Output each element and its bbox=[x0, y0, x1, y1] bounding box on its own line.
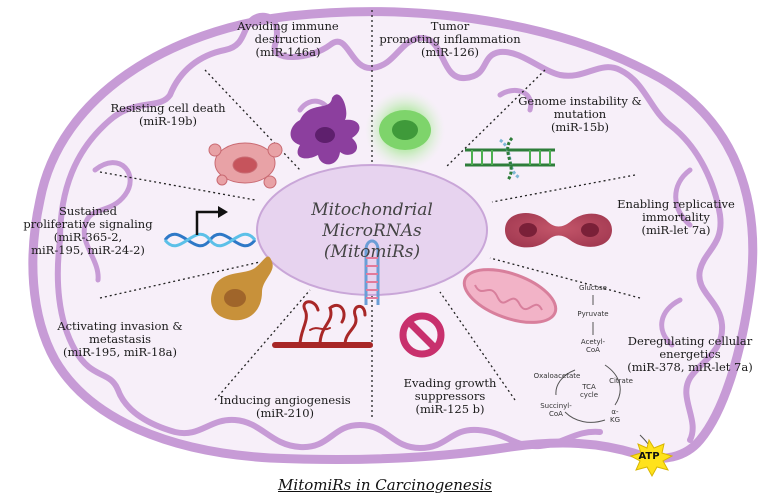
center-title-line1: Mitochondrial MicroRNAs bbox=[311, 200, 433, 241]
atp-label: ATP bbox=[638, 451, 660, 462]
figure-caption: MitomiRs in Carcinogenesis bbox=[278, 476, 492, 494]
inflammation-cell-icon bbox=[365, 90, 445, 170]
metabolite-acetyl-coa: Acetyl- CoA bbox=[580, 338, 606, 354]
center-title-line2: (MitomiRs) bbox=[323, 242, 421, 262]
center-ellipse bbox=[256, 164, 488, 296]
apoptotic-cell-icon bbox=[208, 142, 283, 189]
label-tumor-promoting-inflammation: Tumor promoting inflammation (miR-126) bbox=[379, 19, 521, 59]
atp-burst-icon bbox=[629, 438, 674, 478]
blood-vessel-icon bbox=[272, 300, 373, 348]
metabolite-citrate: Citrate bbox=[609, 377, 633, 385]
center-title: Mitochondrial MicroRNAs (MitomiRs) bbox=[262, 200, 482, 263]
crista-left bbox=[81, 160, 133, 283]
dividing-cell-icon bbox=[505, 212, 612, 248]
label-genome-instability: Genome instability & mutation (miR-15b) bbox=[518, 94, 642, 134]
label-avoiding-immune-destruction: Avoiding immune destruction (miR-146a) bbox=[237, 19, 339, 59]
label-deregulating-cellular-energetics: Deregulating cellular energetics (miR-37… bbox=[627, 334, 753, 374]
label-enabling-replicative-immortality: Enabling replicative immortality (miR-le… bbox=[617, 197, 735, 237]
metabolite-oxaloacetate: Oxaloacetate bbox=[533, 372, 581, 380]
label-inducing-angiogenesis: Inducing angiogenesis (miR-210) bbox=[219, 393, 351, 420]
label-activating-invasion-metastasis: Activating invasion & metastasis (miR-19… bbox=[57, 319, 183, 359]
inner-membrane bbox=[54, 12, 726, 452]
metabolite-glucose: Glucose bbox=[579, 284, 607, 292]
label-resisting-cell-death: Resisting cell death (miR-19b) bbox=[110, 101, 226, 128]
metabolite-pyruvate: Pyruvate bbox=[577, 310, 609, 318]
immune-cell-icon bbox=[290, 94, 360, 165]
prohibition-sign-icon bbox=[399, 312, 445, 358]
dna-mutation-icon bbox=[465, 137, 555, 181]
metabolite-succinyl-coa: Succinyl- CoA bbox=[540, 402, 572, 418]
label-sustained-proliferative-signaling: Sustained proliferative signaling (miR-3… bbox=[23, 204, 153, 257]
tca-cycle-label: TCA cycle bbox=[579, 383, 599, 399]
mitochondrion-icon bbox=[462, 268, 558, 324]
metabolite-alpha-kg: α- KG bbox=[609, 408, 620, 424]
gene-expression-dna-icon bbox=[163, 206, 257, 248]
divider-lines bbox=[99, 10, 641, 418]
mirna-hairpin-icon bbox=[364, 239, 380, 305]
crista-right bbox=[659, 167, 693, 348]
label-evading-growth-suppressors: Evading growth suppressors (miR-125 b) bbox=[403, 376, 497, 416]
invasive-cell-icon bbox=[211, 256, 273, 321]
